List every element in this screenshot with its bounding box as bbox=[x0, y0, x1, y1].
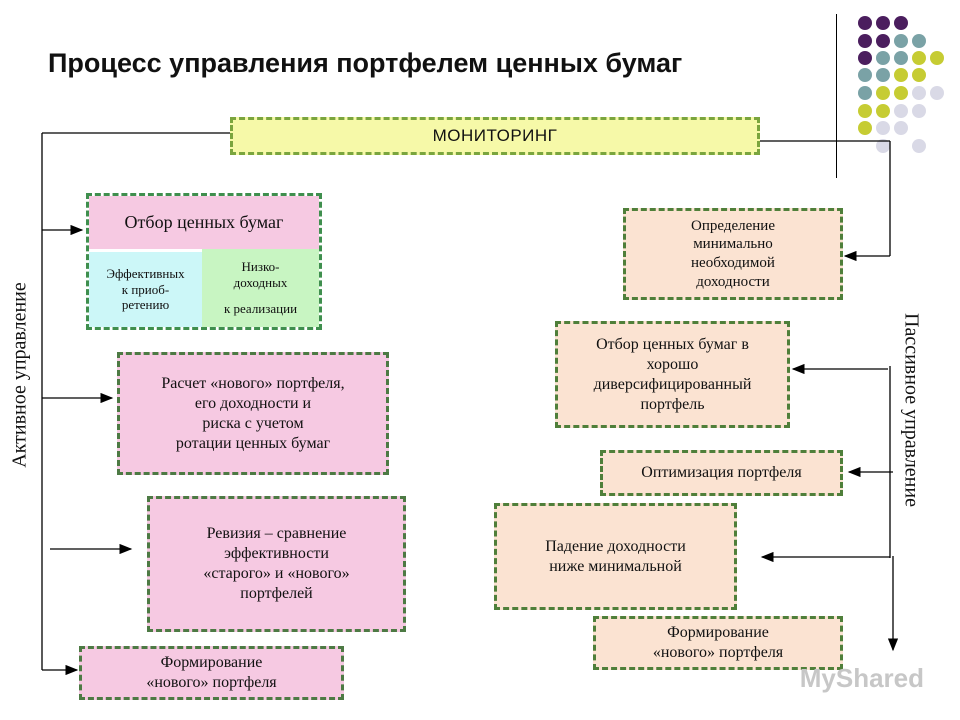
securities-selection-group: Отбор ценных бумаг Эффективных к приоб- … bbox=[86, 193, 322, 330]
diversified-line: хорошо bbox=[646, 355, 699, 373]
diversified-selection-box: Отбор ценных бумаг в хорошо диверсифицир… bbox=[555, 321, 790, 428]
drop-line: Падение доходности bbox=[545, 537, 686, 555]
decor-dot bbox=[858, 68, 872, 82]
active-formation-line: «нового» портфеля bbox=[146, 674, 277, 691]
revision-line: «старого» и «нового» bbox=[203, 565, 350, 582]
income-drop-box: Падение доходности ниже минимальной bbox=[494, 503, 737, 610]
low-income-line: Низко- bbox=[241, 258, 280, 274]
diversified-line: Отбор ценных бумаг в bbox=[596, 335, 749, 353]
passive-formation-line: Формирование bbox=[667, 624, 769, 641]
new-portfolio-calculation-box: Расчет «нового» портфеля, его доходности… bbox=[117, 352, 389, 475]
decor-dot bbox=[876, 68, 890, 82]
decor-dot bbox=[858, 34, 872, 48]
decor-dot bbox=[912, 139, 926, 153]
min-income-line: Определение bbox=[691, 217, 775, 234]
revision-line: эффективности bbox=[224, 545, 329, 562]
decor-dot bbox=[912, 68, 926, 82]
min-income-line: необходимой bbox=[691, 255, 775, 271]
passive-formation-line: «нового» портфеля bbox=[652, 644, 784, 661]
decor-dot bbox=[858, 104, 872, 118]
active-formation-line: Формирование bbox=[160, 654, 263, 671]
decor-dot bbox=[876, 34, 890, 48]
decor-dot bbox=[876, 121, 890, 135]
passive-new-portfolio-formation-box: Формирование «нового» портфеля bbox=[593, 616, 843, 670]
portfolio-optimization-box: Оптимизация портфеля bbox=[600, 450, 843, 496]
revision-line: портфелей bbox=[240, 585, 313, 602]
low-income-securities-box: Низко- доходных к реализации bbox=[202, 249, 319, 327]
min-income-line: доходности bbox=[696, 273, 770, 290]
decor-dot bbox=[912, 104, 926, 118]
revision-line: Ревизия – сравнение bbox=[206, 525, 347, 542]
efficient-line: ретению bbox=[121, 297, 170, 313]
watermark: MyShared bbox=[799, 663, 924, 693]
decor-dot bbox=[912, 51, 926, 65]
decor-dot bbox=[912, 86, 926, 100]
decor-dot bbox=[894, 121, 908, 135]
page-title: Процесс управления портфелем ценных бума… bbox=[48, 48, 683, 78]
portfolio-revision-box: Ревизия – сравнение эффективности «старо… bbox=[147, 496, 406, 632]
securities-selection-title: Отбор ценных бумаг bbox=[89, 196, 319, 249]
diversified-line: диверсифицированный bbox=[593, 375, 752, 393]
decor-dot bbox=[894, 16, 908, 30]
decor-dot bbox=[876, 51, 890, 65]
decor-dot bbox=[876, 104, 890, 118]
calc-line: Расчет «нового» портфеля, bbox=[161, 374, 345, 392]
efficient-line: Эффективных bbox=[106, 266, 185, 282]
decor-dot bbox=[894, 68, 908, 82]
decor-dot bbox=[876, 16, 890, 30]
calc-line: его доходности и bbox=[194, 394, 312, 412]
decor-dot bbox=[894, 86, 908, 100]
decor-dot bbox=[858, 86, 872, 100]
minimum-income-definition-box: Определение минимально необходимой доход… bbox=[623, 208, 843, 300]
decor-dot bbox=[894, 51, 908, 65]
diversified-line: портфель bbox=[640, 395, 705, 413]
decor-dot bbox=[858, 16, 872, 30]
passive-management-label: Пассивное управление bbox=[900, 313, 923, 507]
decor-dot bbox=[894, 34, 908, 48]
low-income-line: к реализации bbox=[223, 301, 298, 317]
decor-dot bbox=[912, 34, 926, 48]
min-income-line: минимально bbox=[693, 236, 773, 253]
calc-line: риска с учетом bbox=[202, 414, 304, 432]
decor-dot bbox=[858, 121, 872, 135]
low-income-line: доходных bbox=[233, 274, 288, 290]
active-new-portfolio-formation-box: Формирование «нового» портфеля bbox=[79, 646, 344, 700]
efficient-line: к приоб- bbox=[121, 281, 170, 297]
decor-dot bbox=[876, 86, 890, 100]
calc-line: ротации ценных бумаг bbox=[175, 434, 331, 452]
decor-dot bbox=[930, 86, 944, 100]
active-management-label: Активное управление bbox=[8, 282, 31, 468]
efficient-securities-box: Эффективных к приоб- ретению bbox=[89, 252, 202, 327]
decor-dot bbox=[894, 104, 908, 118]
decor-dot bbox=[858, 51, 872, 65]
monitoring-box: МОНИТОРИНГ bbox=[230, 117, 760, 155]
drop-line: ниже минимальной bbox=[549, 557, 682, 575]
decor-dot bbox=[930, 51, 944, 65]
decor-dot bbox=[876, 139, 890, 153]
decorative-vertical-rule bbox=[836, 14, 837, 178]
